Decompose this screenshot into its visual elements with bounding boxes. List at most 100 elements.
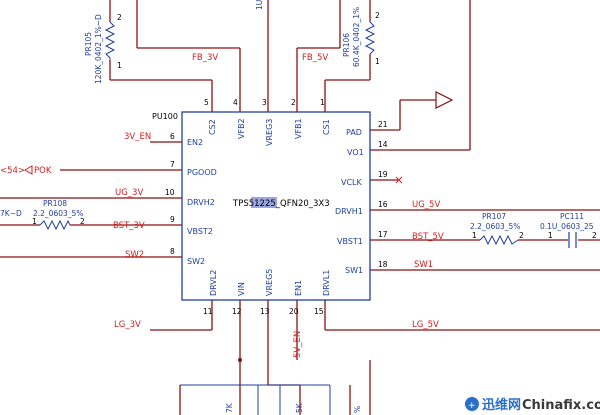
pin-3-num: 3 [262,98,267,107]
pin-cs2-name: CS2 [208,119,217,135]
pin-vfb2-name: VFB2 [237,118,246,139]
pin-vfb1-name: VFB1 [294,118,303,139]
net-bst-5v: BST_5V [412,232,444,242]
pin-vbst2-name: VBST2 [187,227,213,236]
pr105-pin2: 2 [117,13,122,22]
fragment-bottom-3: % [353,406,362,413]
watermark-site: Chinafix.com [522,398,600,413]
pin-pad-name: PAD [346,128,362,137]
pin-drvh1-name: DRVH1 [335,207,363,216]
fragment-top: 1U [255,0,264,10]
pin-en2-name: EN2 [187,138,203,147]
pin-8-num: 8 [170,247,175,256]
fragment-bottom-2: 5K [295,402,304,413]
pr106-pin2: 2 [375,11,380,20]
pin-6-num: 6 [170,132,175,141]
pin-vo1-name: VO1 [347,148,364,157]
pin-vclk-name: VCLK [341,178,363,187]
pin-2-num: 2 [291,98,296,107]
pin-10-num: 10 [165,188,175,197]
pin-15-num: 15 [314,307,324,316]
pin-pgood-name: PGOOD [187,168,217,177]
net-fb-5v: FB_5V [302,53,328,63]
pc111-ref: PC111 [560,212,584,221]
pin-drvl1-name: DRVL1 [322,270,331,296]
pr107-ref: PR107 [482,212,506,221]
capacitor-pc111: PC111 0.1U_0603_25 1 2 [540,212,597,248]
pad-arrow-icon [435,91,454,109]
pin-16-num: 16 [378,200,388,209]
net-fb-3v: FB_3V [192,53,218,63]
net-pok: POK [34,166,52,176]
pr107-pin2: 2 [519,231,524,240]
watermark: + 迅维网 Chinafix.com [462,393,600,415]
pin-18-num: 18 [378,260,388,269]
pin-drvh2-name: DRVH2 [187,198,215,207]
pin-17-num: 17 [378,230,388,239]
net-5v-en: 5V_EN [293,331,303,358]
no-connect-icon [395,176,403,184]
left-pins: 6 7 10 9 8 EN2 PGOOD DRVH2 VBST2 SW2 3V_… [34,132,217,266]
pr108-pin1: 1 [32,217,37,226]
pin-12-num: 12 [232,307,242,316]
svg-text:+: + [468,401,476,411]
net-bst-3v: BST_3V [113,221,145,231]
resistor-pr107: PR107 2.2_0603_5% 1 2 [470,212,524,246]
watermark-brand: 迅维网 [482,397,521,413]
chip-part-label: TPS51225_QFN20_3X3 [232,199,330,209]
net-ug-3v: UG_3V [115,188,143,198]
resistor-pr108: PR108 2.2_0603_5% 1 2 [32,199,85,231]
resistor-pr106: 2 1 PR106 60.4K_0402_1% [342,7,380,67]
pr105-pin1: 1 [117,61,122,70]
pr108-pin2: 2 [80,217,85,226]
net-ug-5v: UG_5V [412,200,440,210]
pr107-value: 2.2_0603_5% [470,222,520,231]
top-pins: 5 4 3 2 1 CS2 VFB2 VREG3 VFB1 CS1 [204,98,331,146]
pr105-ref: PR105 [84,32,93,56]
resistor-pr105: 2 1 PR105 120K_0402_1%~D [84,13,122,84]
pin-vreg5-name: VREG5 [265,269,274,296]
pin-4-num: 4 [233,98,238,107]
pr107-pin1: 1 [472,231,477,240]
net-lg-3v: LG_3V [114,320,141,330]
net-sw2: SW2 [125,250,144,260]
pin-14-num: 14 [378,140,388,149]
pr108-zigzag [39,219,71,231]
pr105-value: 120K_0402_1%~D [94,14,103,84]
pin-5-num: 5 [204,98,209,107]
pin-drvl2-name: DRVL2 [209,270,218,296]
bottom-part-outlines [180,384,331,415]
net-lg-5v: LG_5V [412,320,439,330]
pr106-value: 60.4K_0402_1% [352,7,361,67]
pin-sw1-name: SW1 [345,266,363,275]
chip-ref: PU100 [152,112,178,121]
pin-20-num: 20 [289,307,299,316]
net-3v-en: 3V_EN [124,132,151,142]
fragment-bottom-1: 7K [225,402,234,413]
pok-page-ref: <54> [0,166,25,176]
pin-vreg3-name: VREG3 [265,119,274,146]
pin-9-num: 9 [170,215,175,224]
pin-11-num: 11 [203,307,213,316]
pin-vbst1-name: VBST1 [337,237,363,246]
pin-7-num: 7 [170,160,175,169]
pin-13-num: 13 [260,307,270,316]
pin-1-num: 1 [320,98,325,107]
part-highlight [251,197,277,208]
pin-cs1-name: CS1 [322,119,331,135]
fragment-left: 7K~D [0,209,22,218]
pc111-value: 0.1U_0603_25 [540,222,594,231]
pin-21-num: 21 [378,120,388,129]
pin-en1-name: EN1 [294,280,303,296]
pc111-pin1: 1 [548,231,553,240]
pr106-zigzag [364,21,376,55]
watermark-logo-icon [465,397,479,411]
junctions [238,358,242,362]
net-sw1: SW1 [414,260,433,270]
pr105-zigzag [104,21,116,60]
pin-vin-name: VIN [237,282,246,296]
pr106-ref: PR106 [342,33,351,57]
pin-sw2-name: SW2 [187,257,205,266]
